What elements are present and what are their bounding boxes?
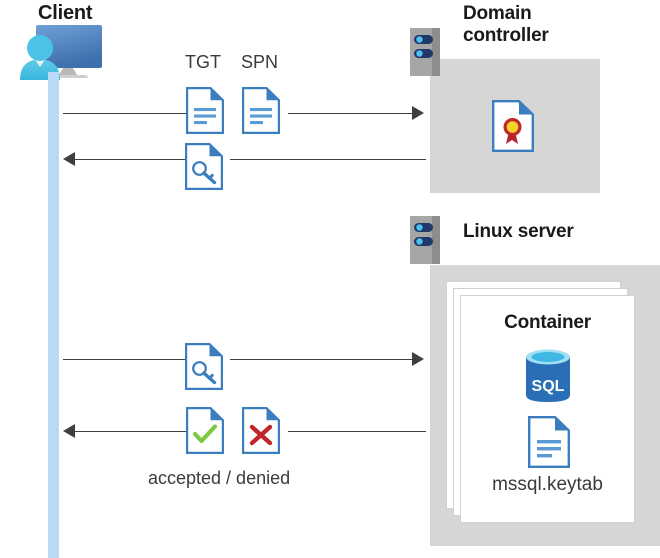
- server-rack-icon: [410, 216, 440, 264]
- certificate-document-icon: [492, 100, 534, 152]
- svg-text:SQL: SQL: [532, 378, 565, 395]
- key-document-icon: [185, 343, 223, 390]
- keytab-filename: mssql.keytab: [492, 474, 603, 495]
- server-rack-icon: [410, 28, 440, 76]
- flow-arrowhead-1: [412, 106, 424, 120]
- flow-line-4b: [288, 431, 426, 432]
- rejected-document-icon: [242, 407, 280, 454]
- key-document-icon: [185, 143, 223, 190]
- document-icon: [242, 87, 280, 134]
- flow-line-1a: [63, 113, 186, 114]
- flow-line-3b: [230, 359, 412, 360]
- page-title-domain-controller: Domain controller: [463, 3, 549, 47]
- page-title-linux-server: Linux server: [463, 221, 574, 242]
- approved-document-icon: [186, 407, 224, 454]
- flow-arrowhead-2: [63, 152, 75, 166]
- flow-arrowhead-3: [412, 352, 424, 366]
- flow-line-4a: [75, 431, 186, 432]
- document-icon: [186, 87, 224, 134]
- message-label-tgt: TGT: [185, 52, 221, 72]
- flow-arrowhead-4: [63, 424, 75, 438]
- flow-line-1b: [288, 113, 412, 114]
- message-label-accepted-denied: accepted / denied: [148, 468, 291, 488]
- client-lifeline: [48, 72, 59, 558]
- flow-line-2a: [75, 159, 186, 160]
- sql-database-icon: SQL: [523, 348, 573, 404]
- flow-line-2b: [230, 159, 426, 160]
- flow-line-3a: [63, 359, 186, 360]
- keytab-document-icon: [528, 416, 570, 468]
- container-card: Container SQL mssql.keytab: [460, 295, 635, 523]
- container-title: Container: [504, 312, 591, 333]
- page-title-client: Client: [38, 2, 93, 24]
- message-label-spn: SPN: [241, 52, 279, 72]
